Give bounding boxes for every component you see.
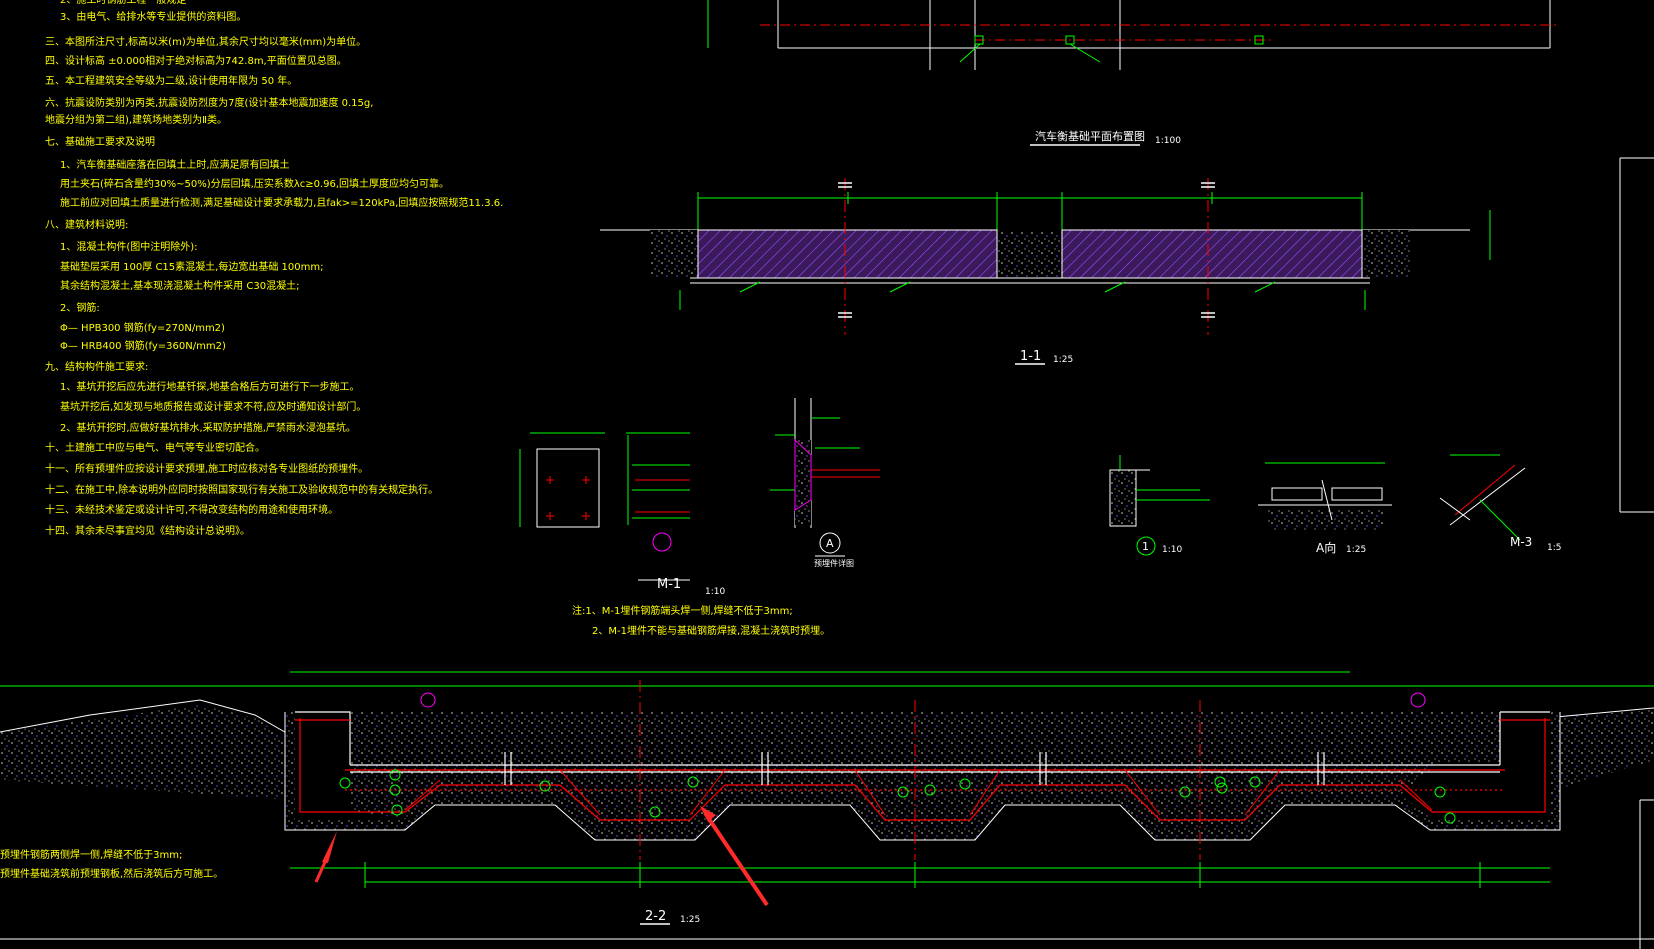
note-line: 六、抗震设防类别为丙类,抗震设防烈度为7度(设计基本地震加速度 0.15g, [45, 96, 373, 109]
detail-a-label: A [826, 537, 834, 550]
note-line: 三、本图所注尺寸,标高以米(m)为单位,其余尺寸均以毫米(mm)为单位。 [45, 35, 366, 48]
note-line: Φ— HPB300 钢筋(fy=270N/mm2) [60, 321, 225, 334]
section-2-2-scale: 1:25 [680, 915, 700, 925]
note-line: 1、混凝土构件(图中注明除外): [60, 240, 198, 253]
section-1-1 [600, 178, 1491, 335]
note-line: 1、基坑开挖后应先进行地基钎探,地基合格后方可进行下一步施工。 [60, 380, 360, 393]
note-line: 2、施工时钢筋工程一般规定 [60, 0, 186, 6]
detail-1-scale: 1:10 [1162, 545, 1182, 555]
note-line: 基础垫层采用 100厚 C15素混凝土,每边宽出基础 100mm; [60, 260, 323, 273]
right-frame [1619, 157, 1654, 949]
note-line: 十二、在施工中,除本说明外应同时按照国家现行有关施工及验收规范中的有关规定执行。 [45, 483, 438, 496]
note-line: 八、建筑材料说明: [45, 218, 128, 231]
note-line: 用土夹石(碎石含量约30%~50%)分层回填,压实系数λc≥0.96,回填土厚度… [60, 177, 449, 190]
note-line: 十三、未经技术鉴定或设计许可,不得改变结构的用途和使用环境。 [45, 503, 338, 516]
note-line: 十一、所有预埋件应按设计要求预埋,施工时应核对各专业图纸的预埋件。 [45, 462, 368, 475]
plan-view [707, 0, 1560, 70]
note-line: 2、基坑开挖时,应做好基坑排水,采取防护措施,严禁雨水浸泡基坑。 [60, 421, 356, 434]
m3-scale: 1:5 [1547, 543, 1561, 553]
detail-a-sub: 预埋件详图 [814, 558, 854, 568]
annotation-arrows [314, 806, 769, 907]
design-notes: 2、施工时钢筋工程一般规定 3、由电气、给排水等专业提供的资料图。三、本图所注尺寸… [45, 0, 503, 537]
m1-title: M-1 [657, 577, 681, 592]
plan-scale: 1:100 [1155, 136, 1181, 146]
m3-label: M-3 [1510, 535, 1532, 549]
detail-a [770, 398, 880, 557]
note-line: 1、汽车衡基础座落在回填土上时,应满足原有回填土 [60, 158, 290, 171]
detail-a-view-scale: 1:25 [1346, 545, 1366, 555]
note-line: 施工前应对回填土质量进行检测,满足基础设计要求承载力,且fak>=120kPa,… [60, 196, 503, 209]
bottom-left-note-2: 预埋件基础浇筑前预埋钢板,然后浇筑后方可施工。 [0, 867, 223, 880]
section-2-2 [0, 671, 1654, 907]
plan-title: 汽车衡基础平面布置图 [1035, 129, 1145, 143]
note-line: 其余结构混凝土,基本现浇混凝土构件采用 C30混凝土; [60, 279, 299, 292]
m1-scale: 1:10 [705, 587, 725, 597]
note-line: 五、本工程建筑安全等级为二级,设计使用年限为 50 年。 [45, 74, 297, 87]
note-line: Φ— HRB400 钢筋(fy=360N/mm2) [60, 339, 226, 352]
note-line: 十、土建施工中应与电气、电气等专业密切配合。 [45, 441, 265, 454]
detail-a-view [1258, 462, 1392, 530]
m3-detail [1439, 454, 1526, 541]
section-1-1-title: 1-1 [1020, 349, 1041, 364]
note-line: 地震分组为第二组),建筑场地类别为Ⅱ类。 [45, 113, 227, 126]
m1-detail [519, 432, 690, 581]
note-line: 基坑开挖后,如发现与地质报告或设计要求不符,应及时通知设计部门。 [60, 400, 366, 413]
m1-note-1: 注:1、M-1埋件钢筋端头焊一侧,焊缝不低于3mm; [572, 604, 793, 617]
m1-note-2: 2、M-1埋件不能与基础钢筋焊接,混凝土浇筑时预埋。 [592, 624, 830, 637]
note-line: 九、结构构件施工要求: [45, 360, 148, 373]
section-1-1-scale: 1:25 [1053, 355, 1073, 365]
note-line: 十四、其余未尽事宜均见《结构设计总说明》。 [45, 524, 250, 537]
section-2-2-title: 2-2 [645, 909, 666, 924]
detail-a-view-label: A向 [1316, 540, 1336, 555]
detail-1-label: 1 [1142, 540, 1149, 553]
note-line: 七、基础施工要求及说明 [45, 135, 155, 148]
note-line: 3、由电气、给排水等专业提供的资料图。 [60, 10, 246, 23]
note-line: 四、设计标高 ±0.000相对于绝对标高为742.8m,平面位置见总图。 [45, 54, 347, 67]
detail-1 [1109, 455, 1210, 556]
bottom-left-note-1: 预埋件钢筋两侧焊一侧,焊缝不低于3mm; [0, 848, 182, 861]
note-line: 2、钢筋: [60, 301, 100, 314]
